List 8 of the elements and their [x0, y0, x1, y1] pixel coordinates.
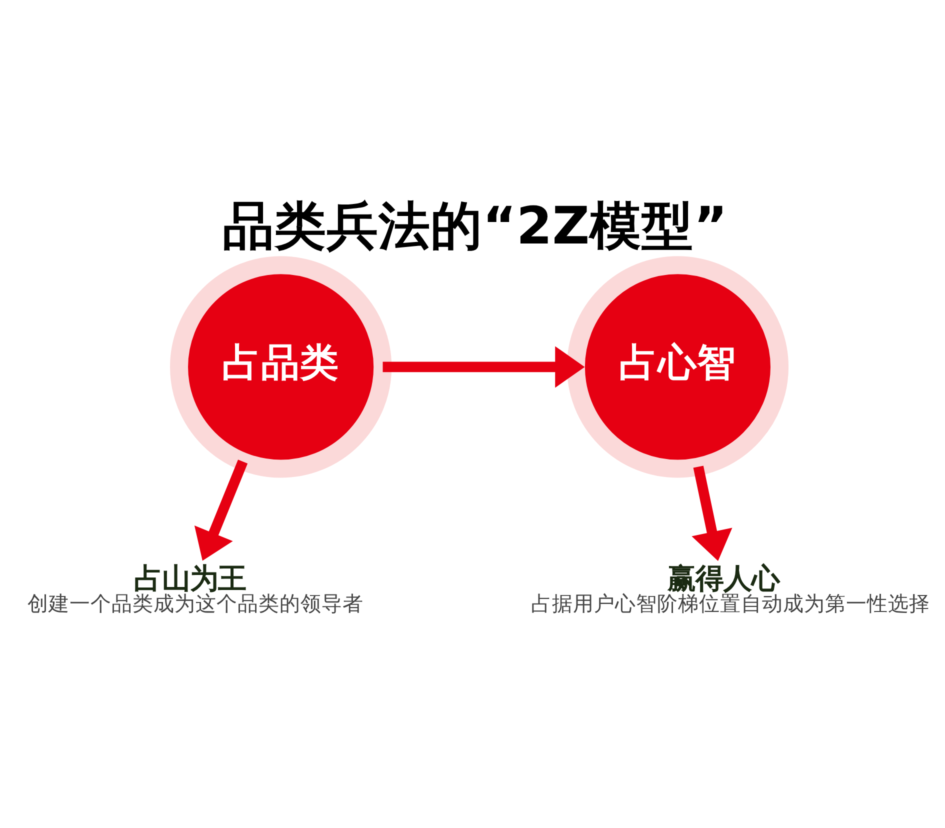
arrow — [194, 460, 248, 561]
node-text: 占山为王 创建一个品类成为这个品类的领导者 — [28, 562, 364, 616]
node-circle: 占心智 — [566, 256, 789, 478]
arrow — [692, 466, 732, 561]
node-text: 赢得人心 占据用户心智阶梯位置自动成为第一性选择 — [530, 562, 930, 616]
arrow — [382, 346, 585, 388]
diagram-title: 品类兵法的“2Z模型” — [222, 196, 728, 256]
node-circle: 占品类 — [170, 256, 392, 478]
